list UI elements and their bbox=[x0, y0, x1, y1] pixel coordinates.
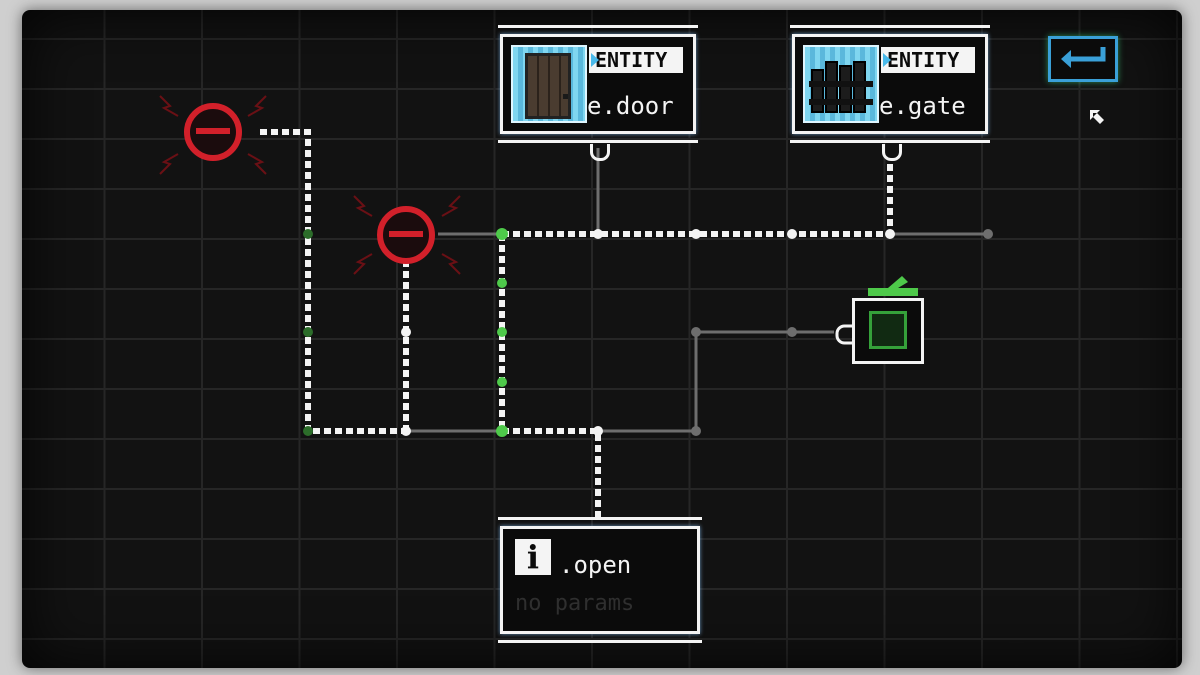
connector-hook-icon bbox=[882, 144, 902, 161]
door-icon bbox=[511, 45, 587, 123]
entity-node-gate[interactable]: ENTITY e.gate bbox=[790, 25, 990, 143]
event-name: .open bbox=[559, 551, 632, 579]
connector-hook-icon bbox=[590, 144, 610, 161]
entity-tag: ENTITY bbox=[881, 47, 975, 73]
lever-icon bbox=[868, 276, 918, 296]
return-arrow-icon bbox=[1061, 47, 1106, 68]
toggle-node[interactable] bbox=[852, 298, 924, 364]
sensor-node[interactable] bbox=[184, 103, 242, 161]
event-params: no params bbox=[515, 591, 635, 616]
info-icon: i bbox=[515, 539, 551, 575]
sensor-node[interactable] bbox=[377, 206, 435, 264]
entity-node-door[interactable]: ENTITY e.door bbox=[498, 25, 698, 143]
gate-icon bbox=[803, 45, 879, 123]
entity-name: e.gate bbox=[879, 92, 966, 120]
toggle-indicator-icon bbox=[869, 311, 907, 349]
event-node-open[interactable]: i .open no params bbox=[498, 517, 702, 643]
sensor-rays-icon bbox=[353, 195, 461, 275]
connector-hook-icon bbox=[835, 324, 853, 345]
tag-arrow-icon bbox=[591, 53, 599, 67]
cursor-arrow-icon bbox=[1090, 110, 1104, 124]
entity-name: e.door bbox=[587, 92, 674, 120]
back-button[interactable] bbox=[1048, 36, 1118, 82]
tag-arrow-icon bbox=[883, 53, 891, 67]
game-screen: ENTITY e.door ENTITY e.gate bbox=[22, 10, 1182, 668]
wire-network bbox=[260, 129, 993, 522]
entity-tag: ENTITY bbox=[589, 47, 683, 73]
sensor-rays-icon bbox=[159, 95, 267, 175]
junction-dots bbox=[303, 228, 993, 437]
